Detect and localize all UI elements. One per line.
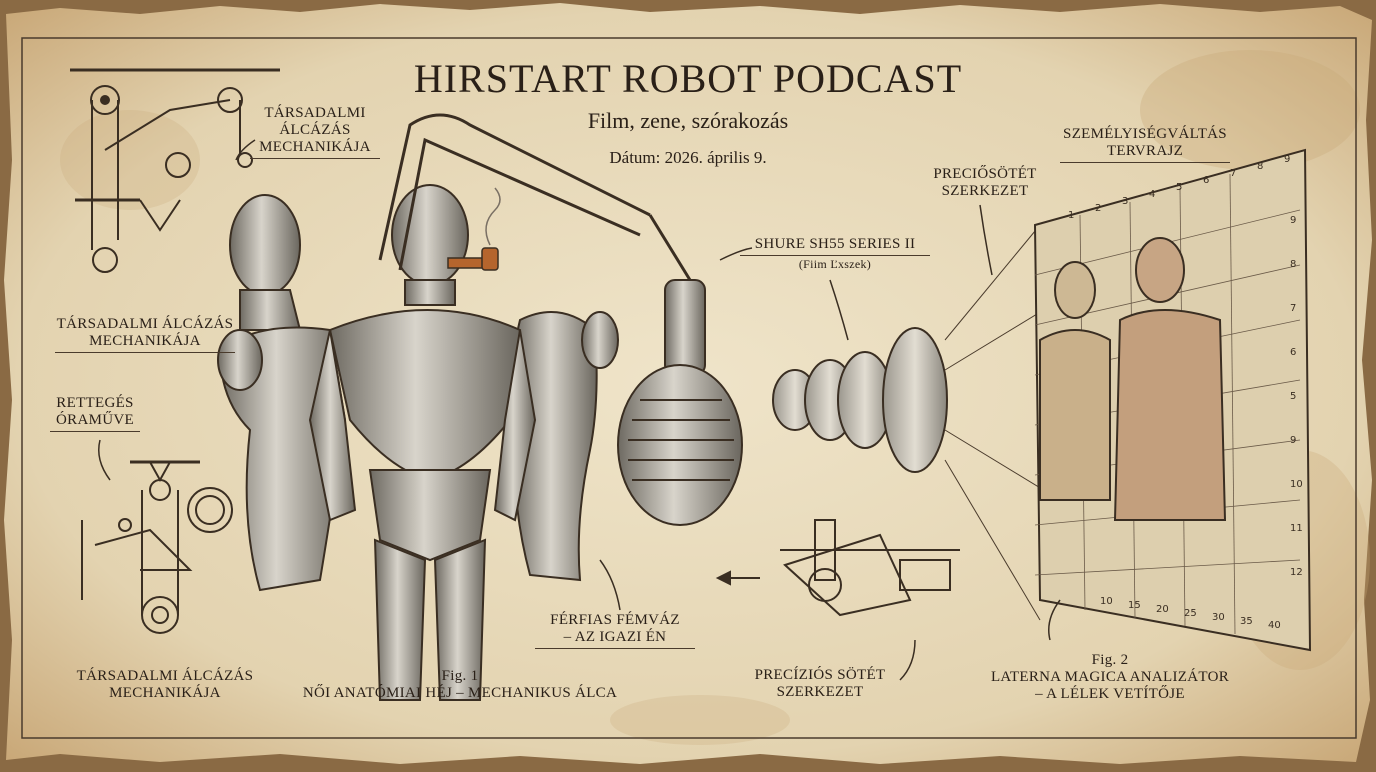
grid-tick-bottom: 20: [1156, 604, 1169, 615]
grid-tick-top: 6: [1203, 175, 1210, 186]
grid-tick-right: 9: [1290, 215, 1297, 226]
grid-tick-right: 8: [1290, 259, 1297, 270]
fig1-caption: Fig. 1 NŐI ANATÓMIAI HÉJ – MECHANIKUS ÁL…: [302, 668, 618, 701]
grid-tick-right: 7: [1290, 303, 1297, 314]
label-precision-top: PRECIŐSÖTÉT SZERKEZET: [933, 166, 1037, 199]
grid-tick-bottom: 25: [1184, 608, 1197, 619]
grid-tick-bottom: 30: [1212, 612, 1225, 623]
pointer-arrows: [98, 139, 1061, 681]
grid-tick-bottom: 15: [1128, 600, 1141, 611]
label-clockwork: RETTEGÉS ÓRAMŰVE: [50, 395, 140, 432]
label-top-mechanism: TÁRSADALMI ÁLCÁZÁS MECHANIKÁJA: [250, 105, 380, 159]
grid-tick-top: 2: [1095, 203, 1102, 214]
female-shell-right: [512, 311, 619, 582]
grid-tick-top: 4: [1149, 189, 1156, 200]
grid-tick-right: 10: [1290, 479, 1303, 490]
label-left-mechanism: TÁRSADALMI ÁLCÁZÁS MECHANIKÁJA: [55, 316, 235, 353]
label-precision-bottom: PRECÍZIÓS SÖTÉT SZERKEZET: [754, 667, 886, 700]
border-frame: [21, 37, 1357, 739]
grid-tick-top: 3: [1122, 196, 1129, 207]
grid-tick-top: 8: [1257, 161, 1264, 172]
microphone: [617, 279, 743, 526]
label-personality: SZEMÉLYISÉGVÁLTÁS TERVRAJZ: [1060, 126, 1230, 163]
grid-tick-right: 5: [1290, 391, 1297, 402]
male-robot: [308, 184, 537, 701]
grid-tick-bottom: 10: [1100, 596, 1113, 607]
grid-tick-top: 9: [1284, 154, 1291, 165]
pipe: [447, 187, 501, 271]
clockwork-mechanism: [81, 460, 233, 634]
grid-tick-right: 6: [1290, 347, 1297, 358]
grid-tick-bottom: 35: [1240, 616, 1253, 627]
fig2-caption: Fig. 2 LATERNA MAGICA ANALIZÁTOR – A LÉL…: [990, 652, 1230, 702]
label-male-frame: FÉRFIAS FÉMVÁZ – AZ IGAZI ÉN: [535, 612, 695, 649]
grid-tick-top: 1: [1068, 210, 1075, 221]
grid-tick-right: 9: [1290, 435, 1297, 446]
projection-screen: [1033, 148, 1312, 652]
lever-mechanism: [715, 519, 960, 617]
label-microphone: SHURE SH55 SERIES II (Fiim Ľxszek): [740, 236, 930, 273]
grid-tick-top: 5: [1176, 182, 1183, 193]
grid-tick-bottom: 40: [1268, 620, 1281, 631]
top-pulley-mechanism: [70, 68, 280, 273]
lens-assembly: [772, 327, 948, 473]
poster-date: Dátum: 2026. április 9.: [609, 148, 767, 167]
label-bottom-mechanism: TÁRSADALMI ÁLCÁZÁS MECHANIKÁJA: [76, 668, 254, 701]
female-shell-left: [217, 194, 347, 592]
microphone-arm: [378, 113, 692, 281]
poster-title: HIRSTART ROBOT PODCAST: [413, 56, 963, 101]
grid-tick-right: 11: [1290, 523, 1303, 534]
grid-tick-right: 12: [1290, 567, 1303, 578]
grid-tick-top: 7: [1230, 168, 1237, 179]
poster-subtitle: Film, zene, szórakozás: [587, 108, 789, 133]
